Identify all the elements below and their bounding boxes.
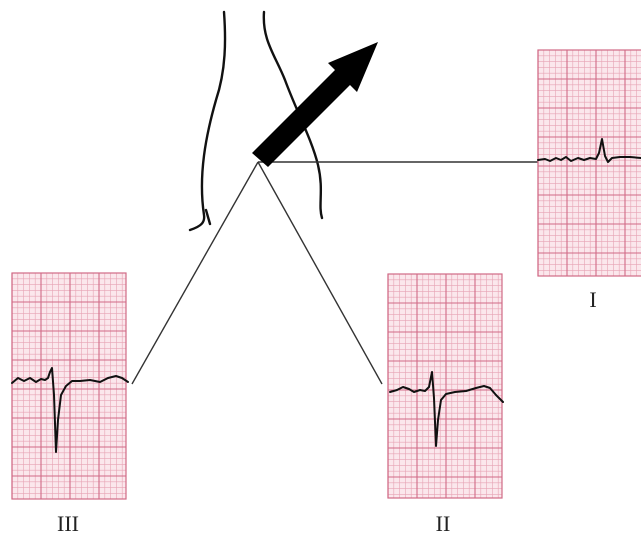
wire-lead-iii [131, 161, 259, 385]
arrow-icon [252, 42, 378, 167]
ecg-strip-lead-iii [11, 272, 129, 500]
ecg-strip-lead-ii [387, 273, 504, 499]
grid-background [12, 273, 126, 499]
lead-label-i: I [589, 287, 596, 312]
ecg-trace [11, 367, 129, 453]
grid-border [11, 272, 127, 500]
lead-label-iii: III [57, 511, 79, 536]
grid-border [387, 273, 503, 499]
ecg-trace [537, 138, 641, 163]
lead-wires [131, 161, 538, 385]
grid-bold-lines [11, 272, 126, 499]
grid-border [537, 49, 641, 277]
lead-label-ii: II [436, 511, 451, 536]
ecg-strip-lead-i [537, 49, 641, 277]
wire-lead-ii [257, 161, 383, 385]
ecg-trace [389, 371, 504, 447]
